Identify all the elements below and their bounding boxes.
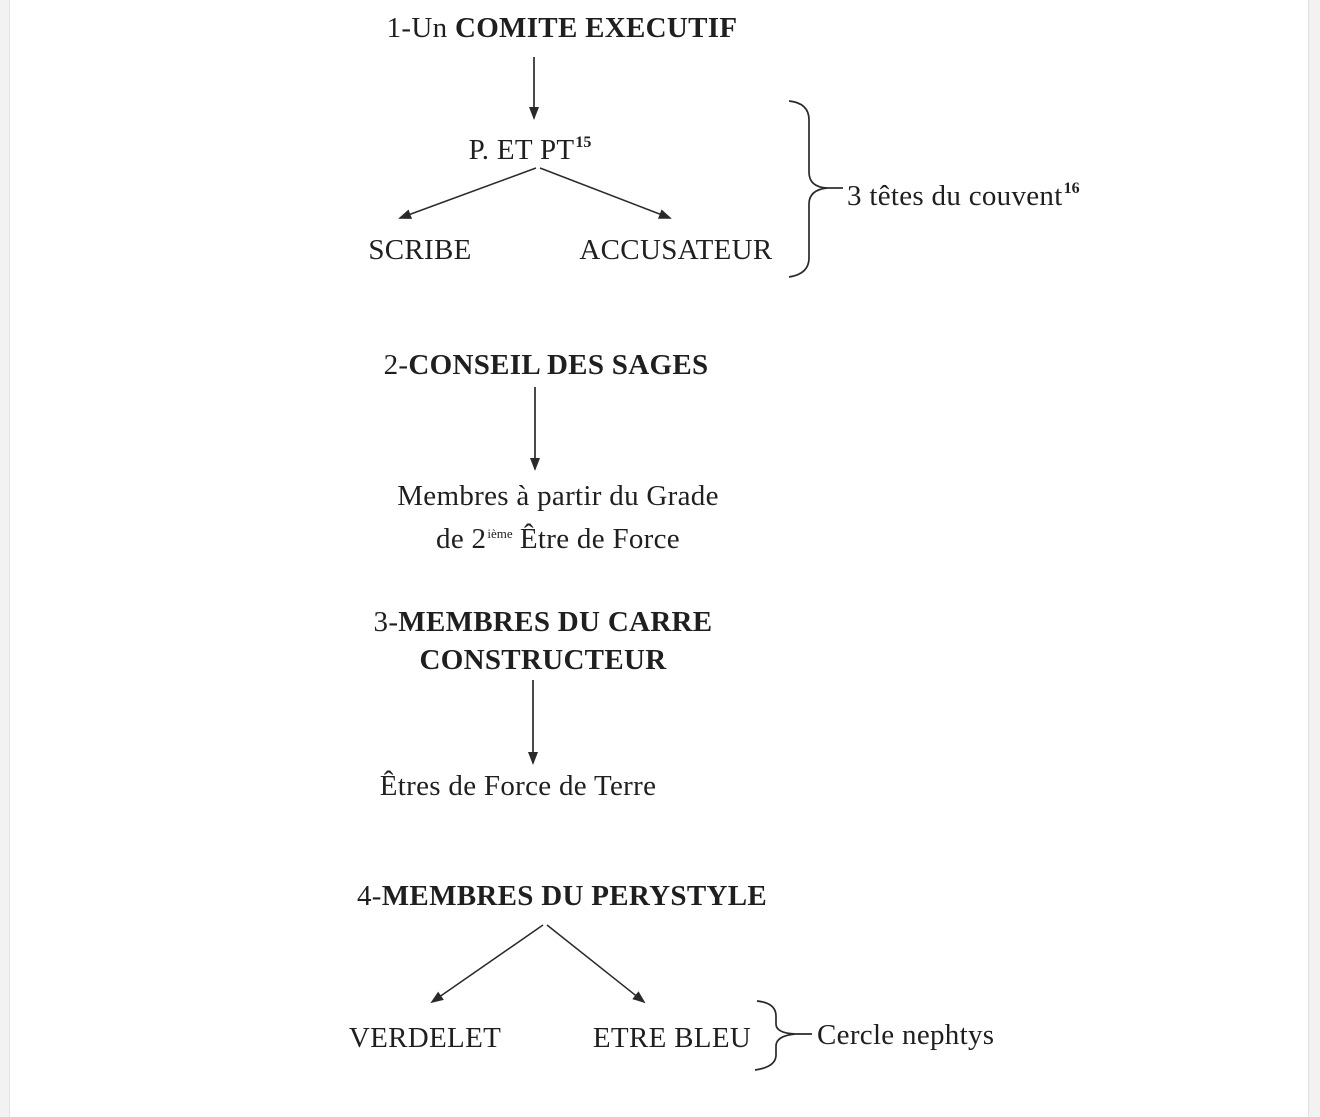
cercle-nephtys-text: Cercle nephtys (817, 1019, 995, 1051)
grade-exponent: ième (487, 526, 513, 541)
page-right-edge (1308, 0, 1320, 1117)
footnote-16: 16 (1063, 180, 1080, 197)
level4-title: 4-MEMBRES DU PERYSTYLE (357, 879, 767, 913)
level1-title: 1-Un COMITE EXECUTIF (387, 11, 738, 45)
page-left-edge (0, 0, 10, 1117)
level3-title-text1: MEMBRES DU CARRE (398, 606, 713, 638)
level3-title: 3-MEMBRES DU CARRE CONSTRUCTEUR (374, 603, 713, 679)
level2-subordinate: Membres à partir du Grade de 2ième Être d… (397, 477, 719, 558)
level3-number: 3- (373, 606, 399, 638)
verdelet-label: VERDELET (348, 1022, 502, 1054)
level4-branch-verdelet: VERDELET (349, 1021, 501, 1055)
level2-subordinate-line2: de 2ième Être de Force (397, 515, 719, 558)
level1-title-text: COMITE EXECUTIF (454, 12, 738, 44)
level4-branch-etrebleu: ETRE BLEU (593, 1021, 751, 1055)
scribe-label: SCRIBE (368, 234, 472, 266)
level2-subordinate-line1: Membres à partir du Grade (397, 480, 719, 512)
level4-number: 4- (356, 880, 382, 912)
level1-subordinate-text: P. ET PT (468, 134, 575, 166)
level2-title: 2-CONSEIL DES SAGES (384, 348, 709, 382)
footnote-15: 15 (575, 134, 592, 151)
level1-number: 1-Un (386, 12, 455, 44)
brace-cercle-nephtys (754, 1000, 796, 1071)
level1-subordinate: P. ET PT15 (469, 126, 592, 167)
arrow-pt-to-accusateur (539, 167, 672, 219)
etres-force-terre-text: Êtres de Force de Terre (379, 770, 657, 802)
level3-title-line1: 3-MEMBRES DU CARRE (374, 603, 713, 641)
level3-title-line2: CONSTRUCTEUR (419, 644, 667, 676)
level2-title-text: CONSEIL DES SAGES (408, 349, 709, 381)
arrow-pt-to-scribe (398, 167, 537, 219)
level4-title-text: MEMBRES DU PERYSTYLE (381, 880, 768, 912)
grade-text: Être de Force (519, 523, 680, 555)
level1-branch-scribe: SCRIBE (368, 233, 471, 267)
level1-branch-accusateur: ACCUSATEUR (579, 233, 772, 267)
arrow-perystyle-to-etrebleu (546, 924, 646, 1004)
trois-tetes-text: 3 têtes du couvent (847, 180, 1063, 212)
accusateur-label: ACCUSATEUR (579, 234, 773, 266)
brace-trois-tetes-label: 3 têtes du couvent16 (847, 172, 1080, 213)
brace-trois-tetes (788, 100, 828, 278)
brace-cercle-nephtys-label: Cercle nephtys (817, 1018, 994, 1052)
level3-subordinate: Êtres de Force de Terre (380, 769, 656, 803)
etre-bleu-label: ETRE BLEU (592, 1022, 752, 1054)
grade-number: de 2 (436, 523, 487, 555)
arrow-perystyle-to-verdelet (430, 924, 544, 1004)
level2-number: 2- (383, 349, 409, 381)
